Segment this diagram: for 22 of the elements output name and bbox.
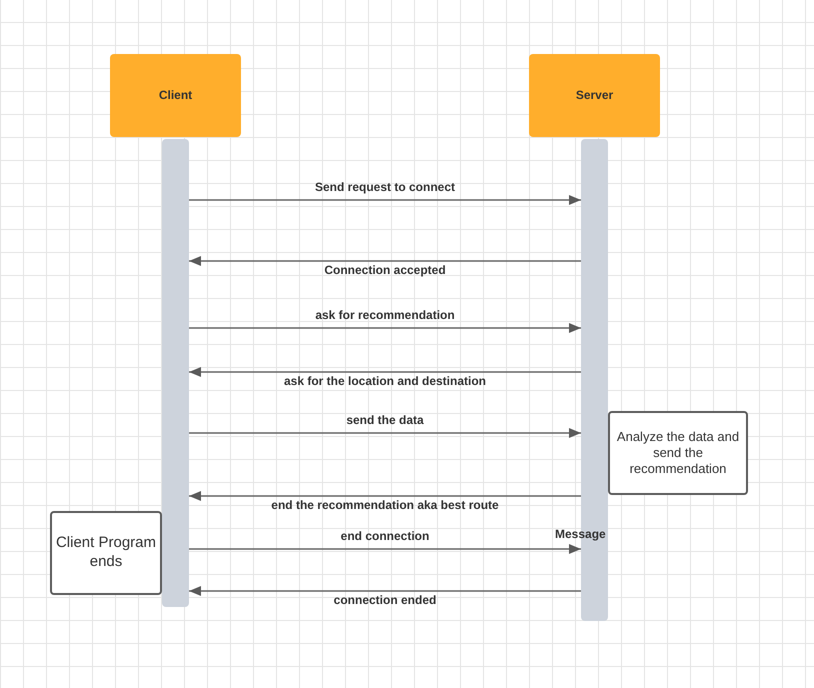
- arrow: [189, 195, 581, 205]
- edge-label: ask for the location and destination: [284, 374, 486, 388]
- arrow: [189, 367, 581, 377]
- arrow: [189, 323, 581, 333]
- lifeline-header: Server: [529, 54, 660, 137]
- edge-label: Connection accepted: [324, 263, 446, 277]
- message-label: Message: [555, 527, 606, 541]
- activation-bar: [162, 139, 189, 607]
- arrow: [189, 491, 581, 501]
- note-box: Client Program ends: [50, 511, 162, 595]
- edge-label: ask for recommendation: [315, 308, 455, 322]
- edge-label: Send request to connect: [314, 180, 456, 194]
- arrow: [189, 428, 581, 438]
- arrow: [189, 586, 581, 596]
- note-box: Analyze the data and send the recommendation: [608, 411, 748, 495]
- arrow: [189, 544, 581, 554]
- edge-label: connection ended: [334, 593, 436, 607]
- edge-label: end connection: [340, 529, 430, 543]
- edge-label: send the data: [346, 413, 424, 427]
- arrow: [189, 256, 581, 266]
- edge-label: end the recommendation aka best route: [271, 498, 499, 512]
- lifeline-header: Client: [110, 54, 241, 137]
